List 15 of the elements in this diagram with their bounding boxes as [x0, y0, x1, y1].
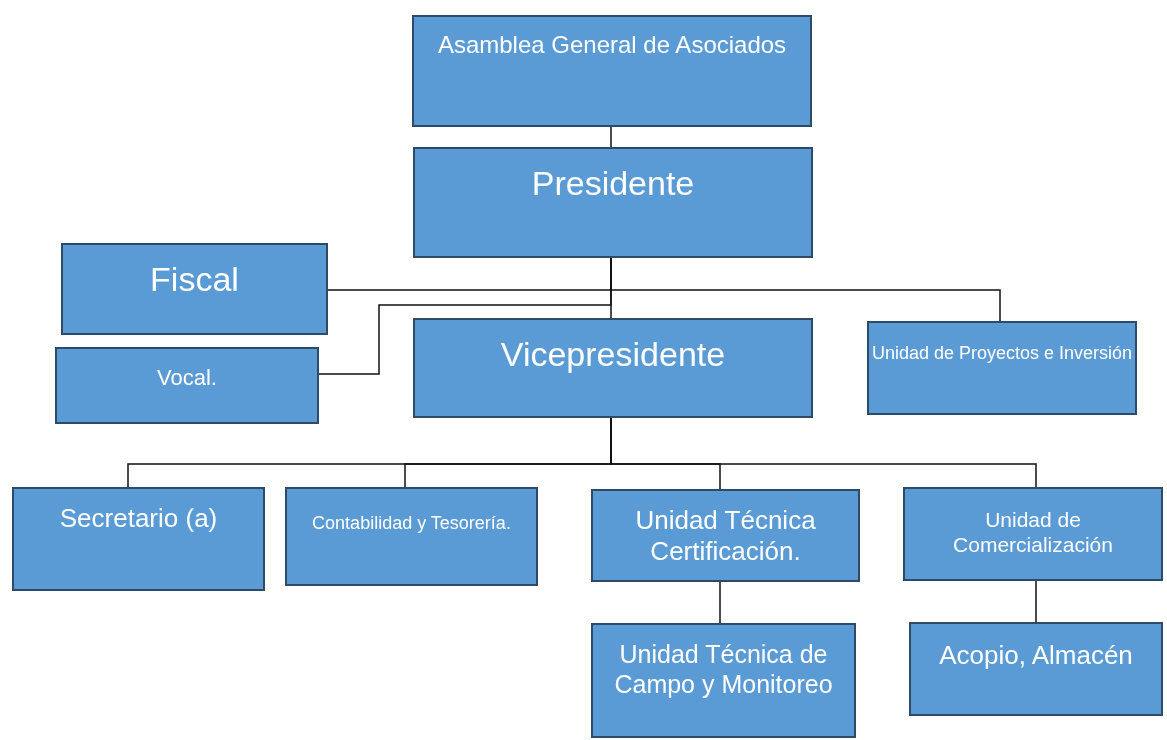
connector-line: [719, 581, 721, 624]
org-box: Unidad Técnica de Campo y Monitoreo: [591, 623, 856, 738]
connector-line: [1035, 580, 1037, 623]
org-box: Contabilidad y Tesorería.: [285, 487, 538, 586]
org-box: Secretario (a): [12, 487, 265, 591]
connector-line: [610, 126, 612, 148]
org-box: Unidad de Comercialización: [903, 487, 1163, 581]
org-box: Unidad de Proyectos e Inversión: [867, 321, 1137, 415]
org-box: Vocal.: [55, 347, 319, 424]
org-box: Fiscal: [61, 243, 328, 335]
org-box: Asamblea General de Asociados: [412, 15, 812, 127]
org-box: Presidente: [413, 147, 813, 258]
org-box: Vicepresidente: [413, 318, 813, 418]
org-box: Unidad Técnica Certificación.: [591, 489, 860, 582]
org-box: Acopio, Almacén: [909, 622, 1163, 716]
